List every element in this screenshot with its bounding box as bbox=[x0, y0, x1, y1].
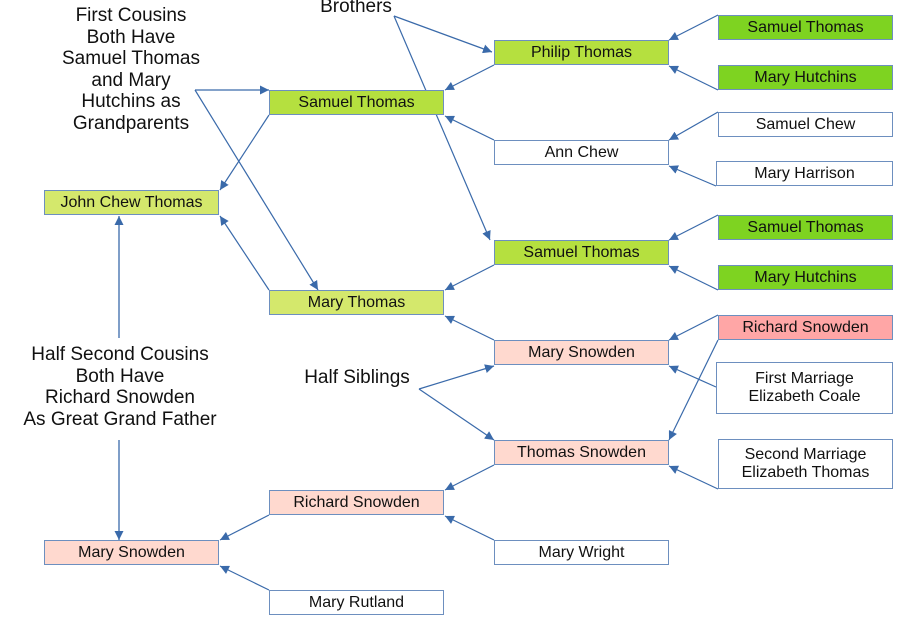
edge-gp1s-to-philip bbox=[668, 14, 719, 41]
note-brothers: Brothers bbox=[320, 0, 392, 17]
person-mary-snowden-root[interactable]: Mary Snowden bbox=[44, 540, 219, 565]
person-mary-rutland[interactable]: Mary Rutland bbox=[269, 590, 444, 615]
edge-maryrutland-to-marysnowdenroot bbox=[219, 565, 270, 591]
person-mary-hutchins-ggp-1[interactable]: Mary Hutchins bbox=[718, 65, 893, 90]
person-samuel-thomas-ggp-2[interactable]: Samuel Thomas bbox=[718, 215, 893, 240]
person-second-marriage-elizabeth-thomas[interactable]: Second Marriage Elizabeth Thomas bbox=[718, 439, 893, 489]
edge-samuel3-to-marythomas bbox=[444, 264, 495, 291]
edge-gp2s-to-samuel3 bbox=[668, 214, 719, 241]
edge-maryharrison-to-ann bbox=[668, 165, 717, 187]
note-arrow-halfsib-thomas bbox=[418, 388, 495, 441]
person-mary-hutchins-ggp-2[interactable]: Mary Hutchins bbox=[718, 265, 893, 290]
person-mary-thomas[interactable]: Mary Thomas bbox=[269, 290, 444, 315]
edge-gp2m-to-samuel3 bbox=[668, 265, 719, 291]
edge-richard2-to-marysnowdenroot bbox=[219, 514, 270, 541]
edge-richard-to-thomassnowden bbox=[668, 339, 719, 441]
note-first-cousins: First Cousins Both Have Samuel Thomas an… bbox=[62, 5, 200, 134]
person-richard-snowden-top[interactable]: Richard Snowden bbox=[718, 315, 893, 340]
note-half-second-cousins: Half Second Cousins Both Have Richard Sn… bbox=[23, 344, 217, 430]
person-mary-harrison[interactable]: Mary Harrison bbox=[716, 161, 893, 186]
edge-samuel-to-john bbox=[219, 114, 270, 191]
edge-marythomas-to-john bbox=[219, 215, 270, 291]
edge-richard-to-marysnowden bbox=[668, 314, 719, 341]
note-arrow-brothers-philip bbox=[393, 15, 493, 54]
edge-gp1m-to-philip bbox=[668, 65, 719, 91]
person-thomas-snowden[interactable]: Thomas Snowden bbox=[494, 440, 669, 465]
edge-thomassnowden-to-richard2 bbox=[444, 464, 495, 491]
edge-samuelchew-to-ann bbox=[668, 111, 719, 141]
note-half-siblings: Half Siblings bbox=[304, 367, 410, 388]
person-samuel-thomas-parent[interactable]: Samuel Thomas bbox=[269, 90, 444, 115]
note-arrow-halfsib-mary bbox=[418, 364, 495, 390]
person-mary-wright[interactable]: Mary Wright bbox=[494, 540, 669, 565]
person-samuel-thomas-ggp-1[interactable]: Samuel Thomas bbox=[718, 15, 893, 40]
edge-marywright-to-richard2 bbox=[444, 515, 495, 541]
person-samuel-thomas-grandparent[interactable]: Samuel Thomas bbox=[494, 240, 669, 265]
edge-annchew-to-samuel bbox=[444, 115, 495, 141]
person-richard-snowden-parent[interactable]: Richard Snowden bbox=[269, 490, 444, 515]
person-john-chew-thomas[interactable]: John Chew Thomas bbox=[44, 190, 219, 215]
person-mary-snowden[interactable]: Mary Snowden bbox=[494, 340, 669, 365]
edge-philip-to-samuel bbox=[444, 64, 495, 91]
person-first-marriage-elizabeth-coale[interactable]: First Marriage Elizabeth Coale bbox=[716, 362, 893, 414]
person-philip-thomas[interactable]: Philip Thomas bbox=[494, 40, 669, 65]
edge-firstmarriage-to-marysnowden bbox=[668, 365, 717, 388]
note-arrow-brothers-samuel bbox=[393, 15, 491, 241]
person-samuel-chew[interactable]: Samuel Chew bbox=[718, 112, 893, 137]
edge-secondmarriage-to-thomassnowden bbox=[668, 465, 719, 490]
edge-marysnowden-to-marythomas bbox=[444, 315, 495, 341]
person-ann-chew[interactable]: Ann Chew bbox=[494, 140, 669, 165]
